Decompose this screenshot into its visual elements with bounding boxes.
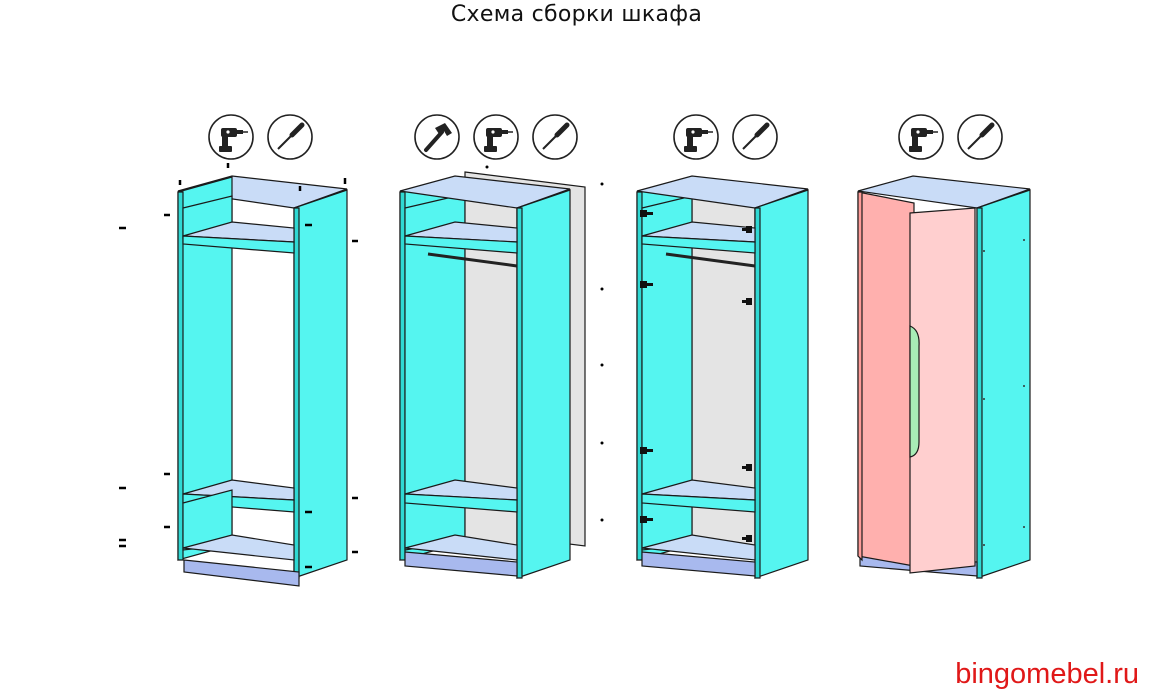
wardrobe-step-4 [857,175,1031,579]
screwdriver-icon [733,115,777,159]
drill-icon [898,114,944,160]
hinges [640,210,752,542]
drill-icon [673,114,719,160]
right-door [909,207,976,574]
wardrobe-step-3 [636,175,809,579]
site-watermark: bingomebel.ru [955,658,1139,690]
door-handle [909,325,920,458]
step-1-tools [208,114,312,160]
hammer-icon [413,113,461,161]
step-3-tools [673,114,777,160]
drill-icon [473,114,519,160]
step-4-tools [898,114,1002,160]
wardrobe-step-1 [119,163,358,587]
page-title: Схема сборки шкафа [450,2,703,27]
screwdriver-icon [268,115,312,159]
left-door [857,191,915,567]
wardrobe-step-2 [399,165,604,579]
step-2-tools [413,113,577,161]
screws [119,163,358,569]
screwdriver-icon [958,115,1002,159]
drill-icon [208,114,254,160]
nails [485,165,604,522]
screwdriver-icon [533,115,577,159]
